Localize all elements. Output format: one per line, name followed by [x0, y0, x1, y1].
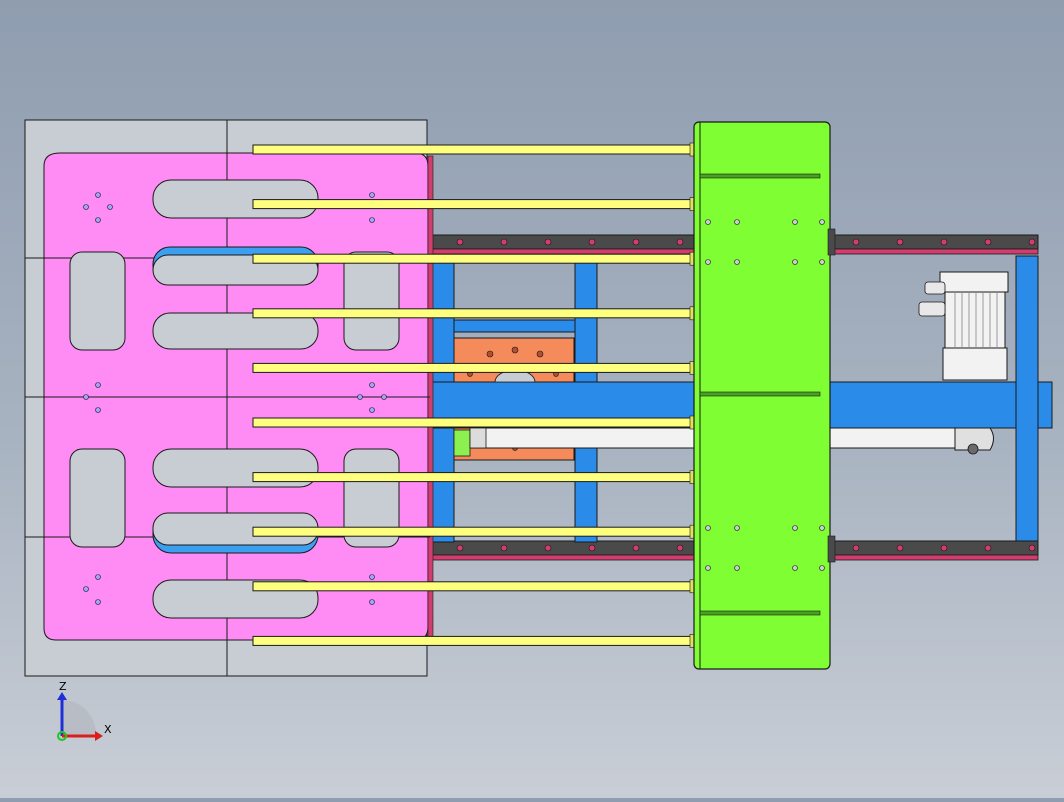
pallet-hole [83, 586, 89, 592]
carriage-hole [792, 259, 798, 265]
rail-bolt [896, 238, 904, 246]
x-axis-label: X [104, 723, 112, 736]
z-axis-label: Z [59, 680, 67, 693]
pallet-hole [369, 382, 375, 388]
pallet-hole [83, 394, 89, 400]
pallet-hole [95, 217, 101, 223]
carriage-hole [705, 259, 711, 265]
pallet-hole [369, 574, 375, 580]
carriage-hole [705, 219, 711, 225]
carriage-hole [792, 565, 798, 571]
pallet-hole [369, 599, 375, 605]
rail-bolt [632, 544, 640, 552]
fork [252, 308, 693, 319]
rail-bolt [500, 544, 508, 552]
rail-bolt [544, 544, 552, 552]
forks [252, 142, 696, 648]
carriage-hole [705, 565, 711, 571]
pallet-hole [369, 192, 375, 198]
pallet-hole [95, 382, 101, 388]
carriage-hole [819, 219, 825, 225]
fork [252, 362, 693, 373]
rail-bolt [1028, 544, 1036, 552]
fork [252, 253, 693, 264]
fork [252, 417, 693, 428]
carriage-hole [734, 259, 740, 265]
pallet-hole [95, 192, 101, 198]
carriage-hole [734, 525, 740, 531]
carriage-hole [819, 259, 825, 265]
carriage-bolt-holes [705, 219, 825, 571]
rail-bolt [544, 238, 552, 246]
rail-bolt [588, 544, 596, 552]
carriage-hole [792, 525, 798, 531]
pallet-hole [381, 394, 387, 400]
rail-bolt [1028, 238, 1036, 246]
rail-bolt [984, 544, 992, 552]
rail-bolt [852, 544, 860, 552]
carriage-hole [819, 525, 825, 531]
pallet-hole [357, 394, 363, 400]
pallet-hole [369, 407, 375, 413]
rail-bolt [984, 238, 992, 246]
servo-motor [918, 271, 1009, 381]
rail-bolt [456, 544, 464, 552]
carriage-hole [734, 565, 740, 571]
carriage-hole [705, 525, 711, 531]
axis-triad: Z X [57, 680, 112, 741]
rail-bolt [588, 238, 596, 246]
pallet-hole [83, 204, 89, 210]
rail-bolt [632, 238, 640, 246]
carriage-hole [819, 565, 825, 571]
pallet-holes [83, 192, 387, 605]
fork [252, 472, 693, 483]
rail-bolt [500, 238, 508, 246]
rail-bolt [676, 238, 684, 246]
rail-bolt [852, 238, 860, 246]
pallet-hole [95, 574, 101, 580]
pallet-hole [95, 599, 101, 605]
green-block [453, 429, 471, 457]
fork [252, 199, 693, 210]
rail-bolt [940, 544, 948, 552]
pallet-hole [107, 204, 113, 210]
fork [252, 526, 693, 537]
fork [252, 635, 693, 646]
rail-bolt [940, 238, 948, 246]
pallet-hole [369, 217, 375, 223]
rail-bolt [456, 238, 464, 246]
fork [252, 581, 693, 592]
orange-bracket-upper [453, 337, 575, 383]
carriage-plate [693, 121, 836, 670]
rail-bolt [896, 544, 904, 552]
rail-bolt [676, 544, 684, 552]
pallet-hole [95, 407, 101, 413]
fork [252, 144, 693, 155]
carriage-hole [734, 219, 740, 225]
carriage-hole [792, 219, 798, 225]
